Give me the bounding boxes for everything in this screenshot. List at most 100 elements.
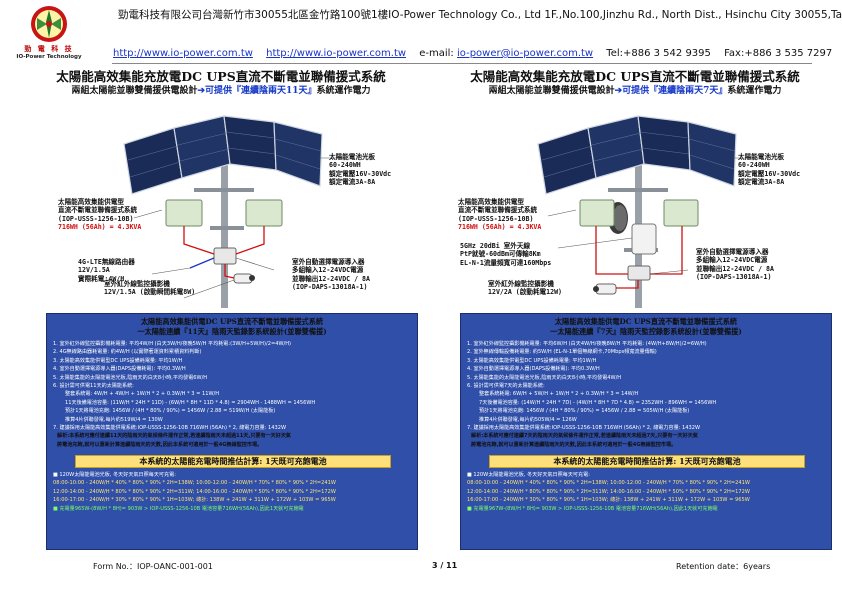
spec-line: 整套系統電: 4W/H + 4W/H + 1W/H * 2 + 0.3W/H *…: [65, 391, 220, 398]
charge-line: 16:00-17:00 - 240W/H * 30% * 80% * 90% *…: [467, 497, 750, 504]
ups-box-left: [165, 199, 203, 227]
left-title: 太陽能高效集能充放電DC UPS直流不斷電並聯備援式系統: [56, 69, 386, 84]
left-charge-bar: 本系統的太陽能充電時間推估計算: 1天既可充飽電池: [75, 455, 391, 468]
right-box-subtitle: 一太陽能連續『7天』陰雨天監控錄影系統設計(並聯雙備援): [550, 327, 742, 336]
camera-icon: [593, 283, 617, 295]
charge-line: 16:00-17:00 - 240W/H * 30% * 80% * 90% *…: [53, 497, 336, 504]
spec-line: 4. 室外自動選擇電源導入器(DAPS設備耗電): 平均0.3W/H: [467, 366, 600, 373]
spec-line: 7. 建議採用太陽能高效集能供電系統:IOP-USSS-1256-10B 716…: [467, 425, 701, 432]
website-link-1[interactable]: http://www.io-power.com.tw: [113, 48, 253, 59]
charge-line: 08:00-10:00 - 240W/H * 40% * 80% * 90% *…: [467, 480, 750, 487]
charge-line: ■ 充電量967W-(8W/H * 8H)= 903W > IOP-USSS-1…: [467, 505, 718, 512]
right-ups-annotation: 太陽能高效集能供電型直流不斷電並聯備援式系統(IOP-USSS-1256-10B…: [458, 198, 542, 232]
right-panel: 太陽能高效集能充放電DC UPS直流不斷電並聯備援式系統 兩組太陽能並聯雙備援供…: [438, 66, 832, 552]
arrow-right-icon: ➔: [614, 86, 623, 96]
arrow-right-icon: ➔: [197, 86, 205, 96]
right-subtitle-a: 兩組太陽能並聯雙備援供電設計: [488, 86, 615, 96]
charge-line: ■ 120W太陽能電池光板, 冬天好天氣日照每天可充電:: [53, 472, 176, 478]
retention-date: Retention date：6years: [676, 562, 771, 571]
charge-line: ■ 充電量965W-(8W/H * 8H)= 903W > IOP-USSS-1…: [53, 505, 304, 512]
left-spec-lines: 1. 室外紅外線監控攝影機耗電量: 平均4W/H (白天3W/H/夜晚5W/H …: [53, 340, 415, 449]
fax-number: Fax:+886 3 535 7297: [724, 48, 833, 59]
left-subtitle-c: 系統運作電力: [316, 86, 371, 96]
spec-line: 1. 室外紅外線監控攝影機耗電量: 平均4W/H (白天3W/H/夜晚5W/H …: [53, 341, 292, 347]
spec-note: 解析:本系統可應付連續7天的陰雨天的氣候條件運作正常,若連續陰雨天未超過7天,只…: [471, 433, 698, 440]
spec-note: 將電池充飽,就可以重新計算連續陰雨天的天數,因此本系統可適用於一般4G無線監控市…: [57, 441, 263, 448]
left-box-title: 太陽能高效集能供電DC UPS直流不斷電並聯備援式系統: [140, 317, 324, 326]
spec-line: 推算4片併聯發電,每片約519W/4 = 130W: [65, 416, 163, 423]
left-panel: 太陽能高效集能充放電DC UPS直流不斷電並聯備援式系統 兩組太陽能並聯雙備援供…: [24, 66, 418, 552]
company-address-line: 勁電科技有限公司台灣新竹市30055北區金竹路100號1樓IO-Power Te…: [118, 9, 842, 21]
spec-line: 整套系統耗電: 6W/H + 5W/H + 1W/H * 2 + 0.3W/H …: [479, 391, 639, 398]
charge-line: ■ 120W太陽能電池光板, 冬天好天氣日照每天可充電:: [467, 472, 590, 478]
right-diagram-graphic: [537, 115, 758, 308]
page-header: 勁 電 科 技 IO-Power Technology 勁電科技有限公司台灣新竹…: [0, 0, 842, 64]
right-subtitle-b: 可提供『連續陰兩天7天』: [622, 86, 728, 96]
right-switch-annotation: 室外自動選擇電源導入器多組輸入12-24VDC電源並聯輸出12-24VDC / …: [696, 248, 774, 282]
logo-subtitle: IO-Power Technology: [16, 54, 82, 60]
spec-line: 11天後備電池容量: (11W/H * 24H * 11D) - (6W/H *…: [65, 399, 316, 406]
spec-line: 3. 太陽能高效集能供電型DC UPS設備耗電量: 平均1W/H: [53, 357, 183, 364]
left-switch-annotation: 室外自動選擇電源導入器多組輸入12-24VDC電源並聯輸出12-24VDC / …: [292, 258, 370, 292]
ups-box-right: [663, 199, 699, 227]
right-spec-lines: 1. 室外紅外線監控攝影機耗電量: 平均6W/H (白天4W/H/夜晚8W/H …: [467, 340, 829, 449]
ups-box-left: [579, 199, 615, 227]
spec-line: 2. 4G無線路由器耗電量: 約4W/H (以實際著運資料累積資料判斷): [53, 349, 202, 356]
spec-line: 7. 建議採用太陽能高效集能供電系統:IOP-USSS-1256-10B 716…: [53, 425, 287, 432]
spec-line: 6. 設計需可供電7天的太陽能系統:: [467, 383, 545, 390]
charge-line: 12:00-14:00 - 240W/H * 80% * 80% * 90% *…: [467, 488, 750, 495]
form-number: Form No.：IOP-OANC-001-001: [93, 562, 213, 571]
header-divider: [112, 63, 812, 64]
right-subtitle: 兩組太陽能並聯雙備援供電設計➔可提供『連續陰兩天7天』系統運作電力: [438, 83, 832, 96]
charge-line: 08:00-10:00 - 240W/H * 40% * 80% * 90% *…: [53, 480, 336, 487]
email-link[interactable]: io-power@io-power.com.tw: [457, 48, 594, 59]
power-selector-box: [213, 247, 237, 265]
left-info-box: 太陽能高效集能供電DC UPS直流不斷電並聯備援式系統 一太陽能連續『11天』陰…: [46, 313, 418, 550]
right-title: 太陽能高效集能充放電DC UPS直流不斷電並聯備援式系統: [470, 69, 800, 84]
left-subtitle-b: 可提供『連續陰兩天11天』: [205, 86, 317, 96]
spec-line: 2. 室外無線傳輸設備耗電量: 約5W/H (EL-N-1單個無線網卡,70Mb…: [467, 349, 657, 356]
spec-note: 解析:本系統可應付連續11天的陰雨天的氣候條件運作正常,若連續陰雨天未超過11天…: [57, 433, 292, 440]
spec-line: 7天後備電池容量: (14W/H * 24H * 7D) - (4W/H * 8…: [479, 399, 717, 406]
left-diagram-graphic: [123, 115, 344, 308]
right-info-box: 太陽能高效集能供電DC UPS直流不斷電並聯備援式系統 一太陽能連續『7天』陰雨…: [460, 313, 832, 550]
right-charge-lines: ■ 120W太陽能電池光板, 冬天好天氣日照每天可充電: 08:00-10:00…: [467, 471, 829, 513]
spec-line: 6. 設計需可供電11天的太陽能系統:: [53, 383, 134, 390]
left-charge-lines: ■ 120W太陽能電池光板, 冬天好天氣日照每天可充電: 08:00-10:00…: [53, 471, 415, 513]
contact-line: http://www.io-power.com.tw http://www.io…: [113, 48, 832, 59]
logo-name: 勁 電 科 技: [24, 45, 74, 53]
right-charge-bar: 本系統的太陽能充電時間推估計算: 1天既可充飽電池: [489, 455, 805, 468]
right-box-title: 太陽能高效集能供電DC UPS直流不斷電並聯備援式系統: [554, 317, 738, 326]
wireless-radio-box: [631, 223, 657, 255]
left-box-subtitle: 一太陽能連續『11天』陰雨天監錄影系統設計(並聯雙備援): [137, 327, 327, 336]
ups-box-right: [245, 199, 283, 227]
company-logo: 勁 電 科 技 IO-Power Technology: [6, 4, 92, 62]
spec-line: 1. 室外紅外線監控攝影機耗電量: 平均6W/H (白天4W/H/夜晚8W/H …: [467, 341, 707, 347]
spec-line: 推算4片併聯發電,每片約505W/4 = 126W: [479, 416, 577, 423]
spec-line: 5. 太陽能集能的太陽能電池光板,陰雨天的白天8小時,平均發電4W/H: [467, 374, 622, 381]
spec-note: 將電池充飽,就可以重新計算連續陰雨天的天數,因此本系統可適用於一般4G無線監控市…: [471, 441, 677, 448]
left-ups-annotation: 太陽能高效集能供電型直流不斷電並聯備援式系統(IOP-USSS-1256-10B…: [58, 198, 142, 232]
spec-line: 預計1天將電池充飽: 1456W / (4H * 80% / 90%) = 14…: [479, 408, 690, 415]
email-label: e-mail:: [419, 48, 454, 59]
power-selector-box: [627, 265, 651, 281]
logo-seal-icon: [31, 6, 67, 42]
camera-icon: [233, 273, 255, 284]
solar-panel-array: [537, 115, 737, 195]
website-link-2[interactable]: http://www.io-power.com.tw: [266, 48, 407, 59]
left-subtitle: 兩組太陽能並聯雙備援供電設計➔可提供『連續陰兩天11天』系統運作電力: [24, 83, 418, 96]
tel-number: Tel:+886 3 542 9395: [606, 48, 711, 59]
spec-line: 預計1天將電池充飽: 1456W / (4H * 80% / 90%) = 14…: [65, 408, 276, 415]
spec-line: 5. 太陽能集能的太陽能電池光板,陰雨天的白天8小時,平均發電6W/H: [53, 374, 208, 381]
charge-line: 12:00-14:00 - 240W/H * 80% * 80% * 90% *…: [53, 488, 336, 495]
left-subtitle-a: 兩組太陽能並聯雙備援供電設計: [71, 86, 198, 96]
right-subtitle-c: 系統運作電力: [727, 86, 782, 96]
